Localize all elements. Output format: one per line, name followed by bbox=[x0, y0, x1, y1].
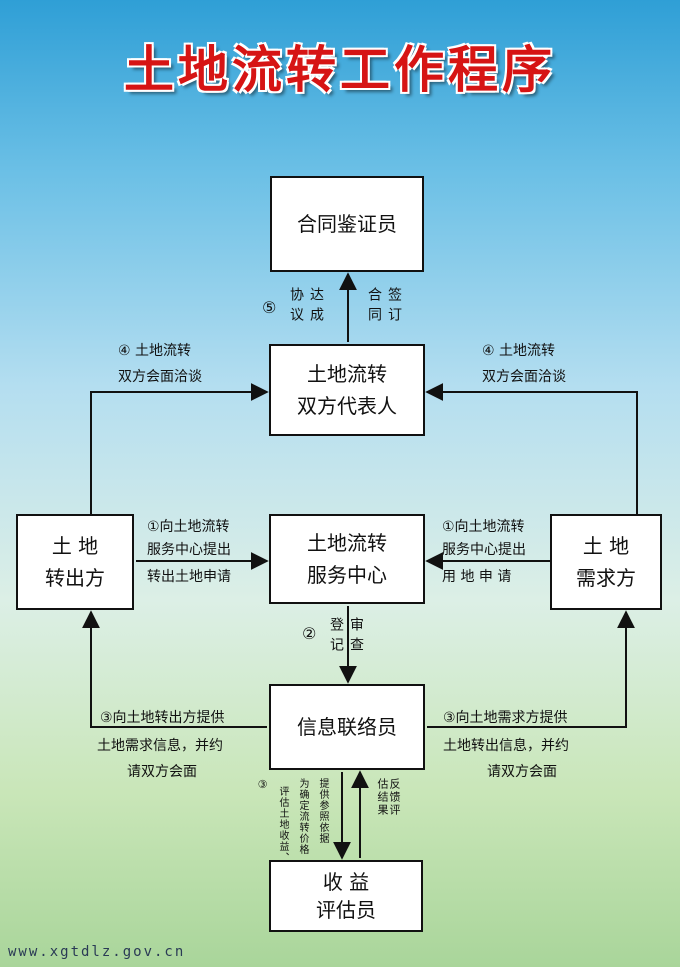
step1-right-line2: 服务中心提出 bbox=[442, 542, 526, 558]
node-service-center-line1: 土地流转 bbox=[307, 531, 387, 555]
step3-left-line1: ③向土地转出方提供 bbox=[100, 710, 225, 726]
step1-right-line3: 用 地 申 请 bbox=[442, 569, 512, 585]
arrow-info-left bbox=[82, 610, 267, 728]
node-representatives: 土地流转 双方代表人 bbox=[269, 344, 425, 436]
step1-left-line3: 转出土地申请 bbox=[147, 569, 231, 585]
node-service-center-line2: 服务中心 bbox=[307, 563, 387, 587]
step3-eval-text-c: 提供参照依据 bbox=[317, 778, 328, 844]
feedback-text: 反馈评估结果 bbox=[376, 778, 401, 817]
step1-left-line2: 服务中心提出 bbox=[147, 542, 231, 558]
node-demander-line2: 需求方 bbox=[576, 566, 636, 590]
step5-right-text: 签订合同 bbox=[366, 287, 402, 327]
step3-eval-text-b: 为确定流转价格 bbox=[297, 778, 308, 855]
node-contract-verifier: 合同鉴证员 bbox=[270, 176, 424, 272]
step3-right-line2: 土地转出信息，并约 bbox=[443, 738, 569, 754]
step3-right-line1: ③向土地需求方提供 bbox=[443, 710, 568, 726]
node-transferor-line1: 土 地 bbox=[51, 534, 99, 558]
step2-text: 审查登记 bbox=[328, 617, 364, 657]
node-service-center: 土地流转 服务中心 bbox=[269, 514, 425, 604]
step1-right-line1: ①向土地流转 bbox=[442, 519, 525, 535]
node-contract-verifier-text: 合同鉴证员 bbox=[297, 212, 397, 236]
arrow-left-negotiate bbox=[90, 383, 269, 515]
node-demander-line1: 土 地 bbox=[582, 534, 630, 558]
website-footer: www.xgtdlz.gov.cn bbox=[8, 944, 186, 960]
step2-number: ② bbox=[302, 624, 317, 643]
step3-eval-text-a: 评估土地收益、 bbox=[277, 786, 288, 863]
node-evaluator: 收 益 评估员 bbox=[269, 860, 423, 932]
arrow-info-right bbox=[427, 610, 635, 728]
step5-number: ⑤ bbox=[262, 298, 277, 317]
node-transferor: 土 地 转出方 bbox=[16, 514, 134, 610]
step3-left-line3: 请双方会面 bbox=[127, 764, 197, 780]
step1-left-line1: ①向土地流转 bbox=[147, 519, 230, 535]
arrow-right-negotiate bbox=[425, 383, 638, 515]
page-title: 土地流转工作程序 bbox=[124, 41, 556, 99]
node-evaluator-line1: 收 益 bbox=[322, 870, 370, 894]
step4-left-line1: ④ 土地流转 bbox=[118, 343, 192, 359]
step4-right-line2: 双方会面洽谈 bbox=[482, 369, 566, 385]
node-representatives-line1: 土地流转 bbox=[307, 362, 387, 386]
node-evaluator-line2: 评估员 bbox=[316, 898, 376, 922]
node-transferor-line2: 转出方 bbox=[45, 566, 105, 590]
node-demander: 土 地 需求方 bbox=[550, 514, 662, 610]
step4-right-line1: ④ 土地流转 bbox=[482, 343, 556, 359]
step3-right-line3: 请双方会面 bbox=[487, 764, 557, 780]
step3-eval-number: ③ bbox=[256, 778, 269, 792]
node-info-liaison-text: 信息联络员 bbox=[297, 715, 397, 739]
step4-left-line2: 双方会面洽谈 bbox=[118, 369, 202, 385]
step5-left-text: 达成协议 bbox=[288, 287, 324, 327]
step3-left-line2: 土地需求信息，并约 bbox=[97, 738, 223, 754]
node-representatives-line2: 双方代表人 bbox=[297, 394, 397, 418]
node-info-liaison: 信息联络员 bbox=[269, 684, 425, 770]
